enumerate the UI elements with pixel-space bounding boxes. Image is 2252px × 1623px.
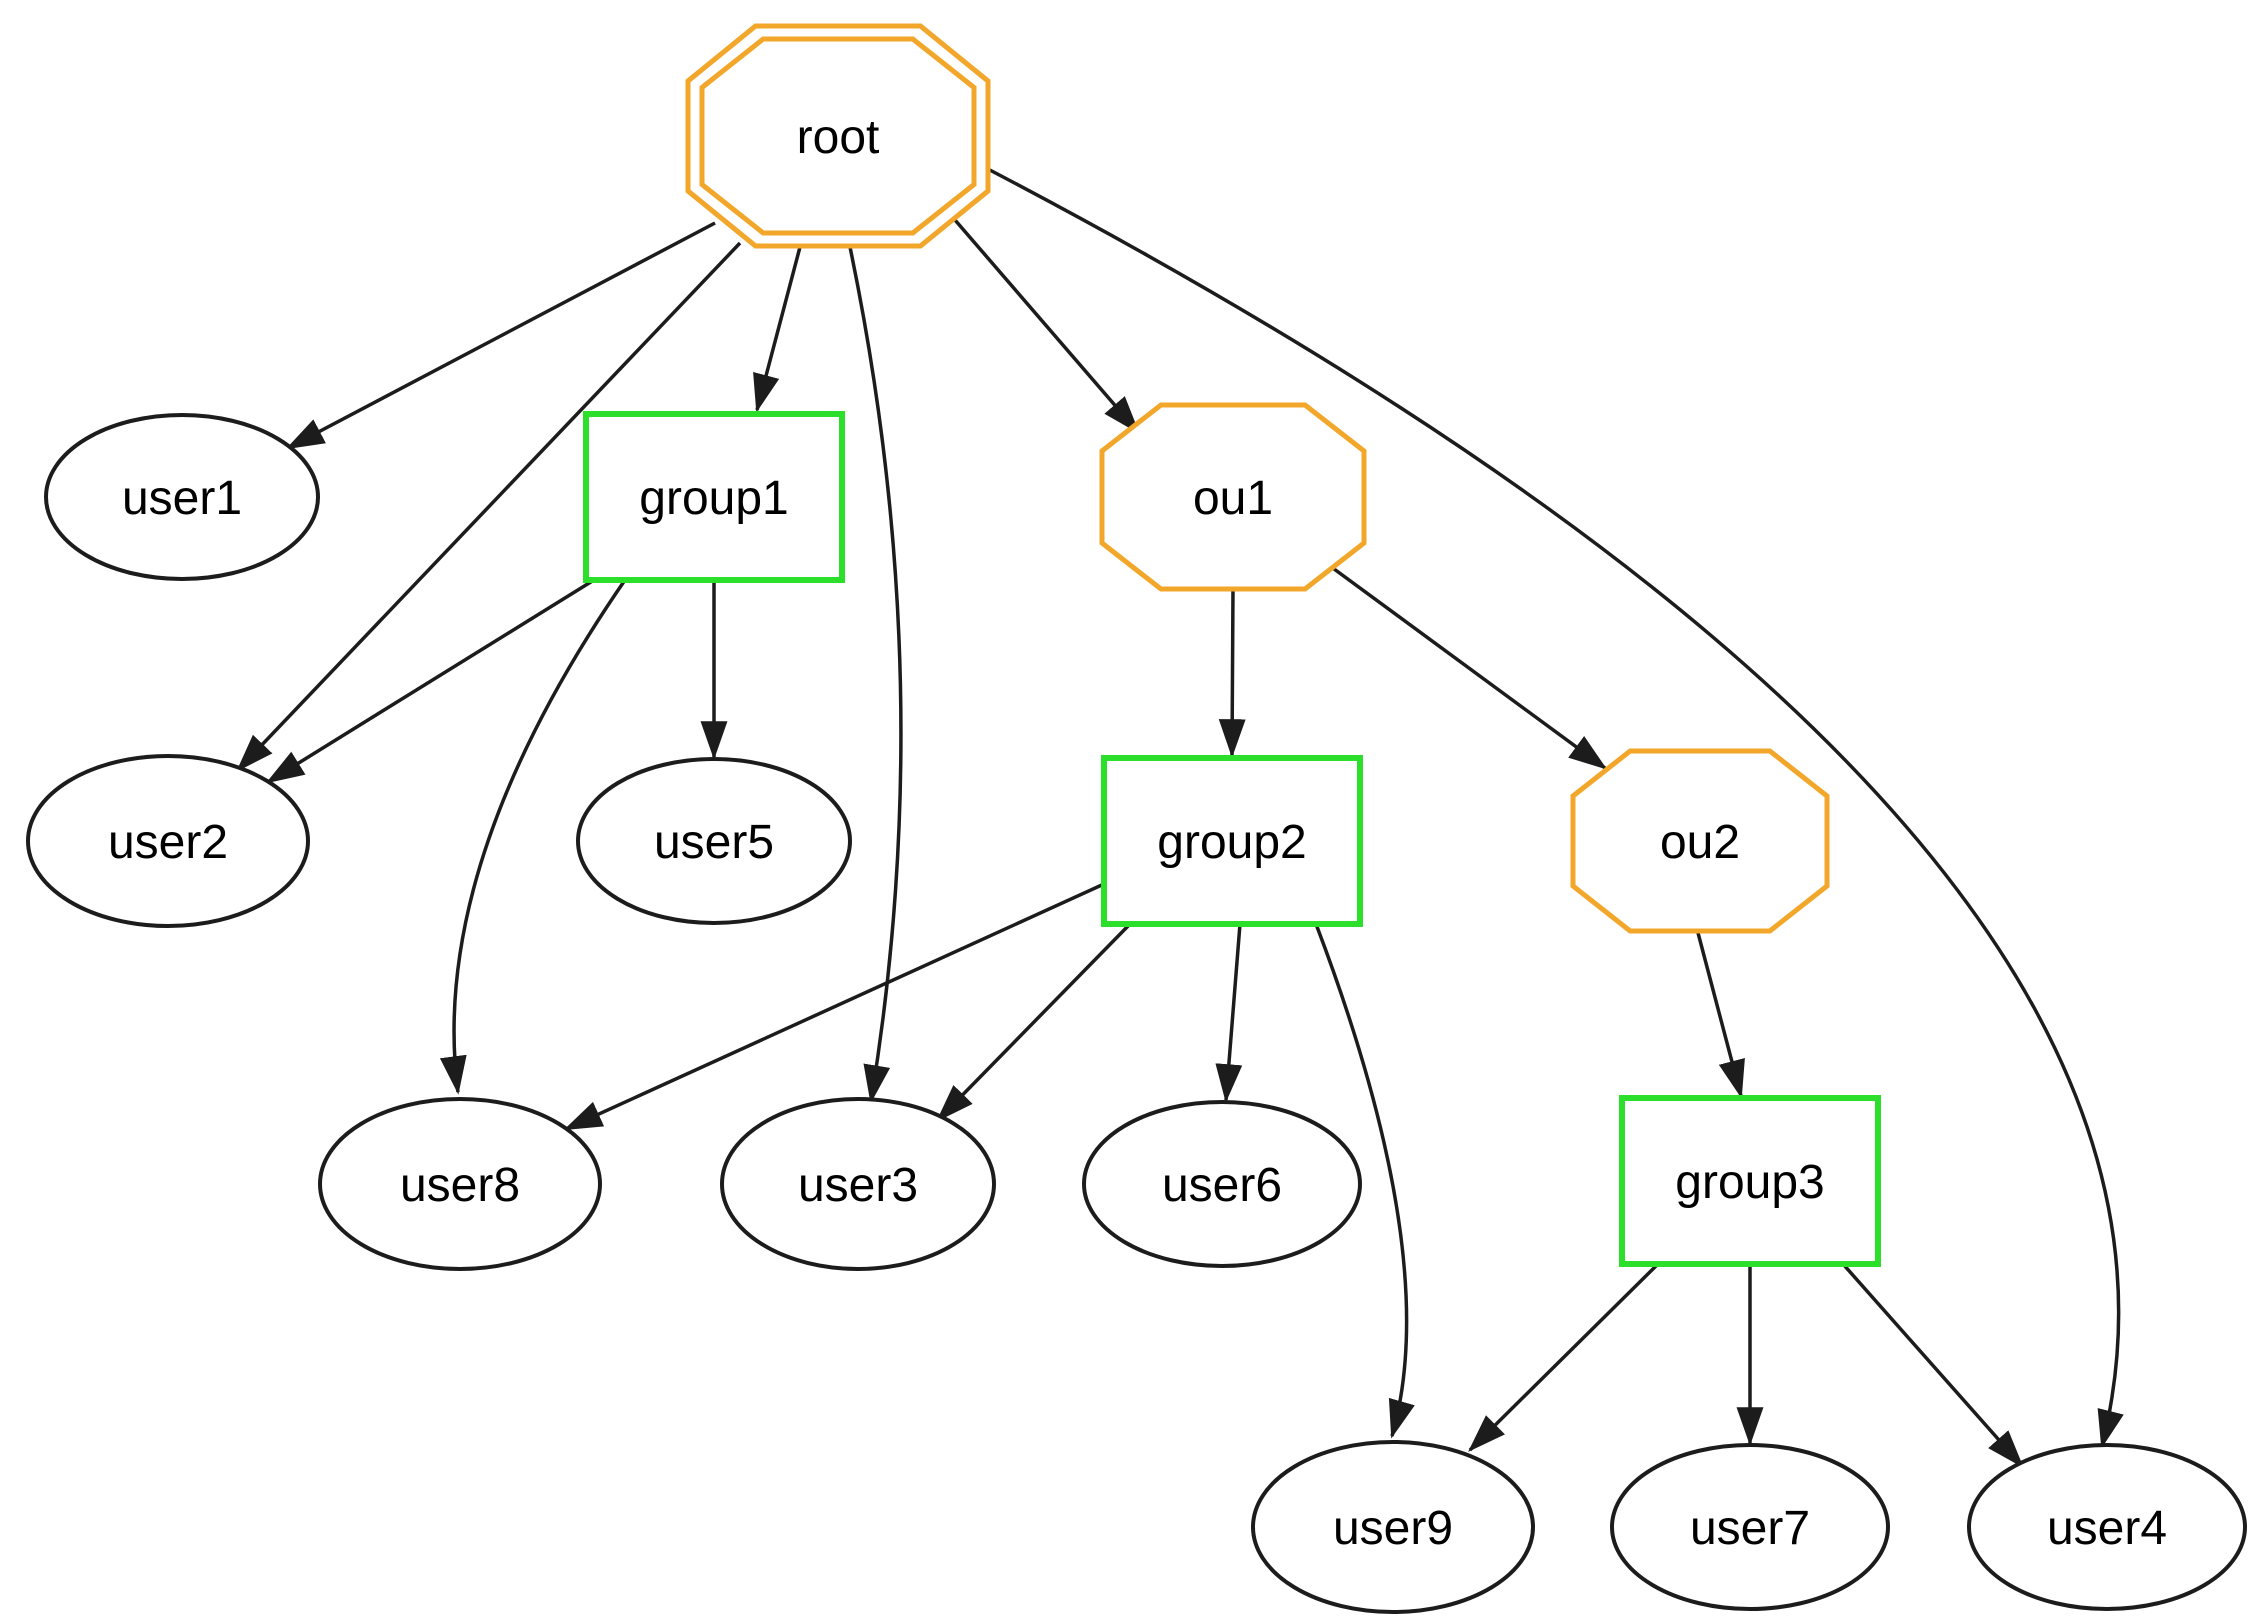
edge-root-group1 — [753, 246, 802, 413]
edge-group2-user6 — [1215, 923, 1243, 1103]
edge-root-user1 — [285, 221, 716, 450]
node-label-user4: user4 — [2047, 1502, 2167, 1555]
node-ou1: ou1 — [1099, 402, 1367, 592]
edge-group2-user3 — [936, 922, 1132, 1122]
edge-root-user2 — [236, 241, 742, 772]
node-user1: user1 — [44, 413, 320, 581]
node-label-user6: user6 — [1162, 1159, 1282, 1212]
group2-box-shape — [1101, 755, 1363, 927]
edge-ou2-group3 — [1695, 928, 1745, 1099]
user2-ellipse-shape — [26, 754, 310, 928]
node-label-user1: user1 — [122, 472, 242, 525]
edge-root-ou1 — [953, 218, 1140, 435]
edge-group3-user4 — [1841, 1262, 2024, 1469]
node-user3: user3 — [720, 1097, 996, 1271]
user8-ellipse-shape — [318, 1097, 602, 1271]
user5-ellipse-shape — [576, 757, 852, 925]
edge-group2-user9 — [1314, 923, 1415, 1439]
nodes-layer: root user1 group1 ou1 user2 user5 group2 ou2 use… — [26, 23, 2247, 1614]
node-label-root: root — [797, 111, 880, 164]
node-label-user3: user3 — [798, 1159, 918, 1212]
edges-layer — [236, 166, 2124, 1469]
edge-group3-user9 — [1468, 1262, 1660, 1452]
node-label-user2: user2 — [108, 816, 228, 869]
node-user7: user7 — [1610, 1443, 1890, 1611]
node-user4: user4 — [1967, 1443, 2247, 1611]
node-label-user5: user5 — [654, 816, 774, 869]
group1-box-shape — [583, 411, 845, 583]
ou2-octagon-shape — [1570, 748, 1830, 934]
node-label-user9: user9 — [1333, 1502, 1453, 1555]
node-root: root — [685, 23, 991, 249]
node-user2: user2 — [26, 754, 310, 928]
node-group2: group2 — [1101, 755, 1363, 927]
group3-box-shape — [1619, 1095, 1881, 1267]
node-group1: group1 — [583, 411, 845, 583]
node-label-user8: user8 — [400, 1159, 520, 1212]
ou1-octagon-shape — [1099, 402, 1367, 592]
edge-root-user4 — [985, 166, 2124, 1449]
edge-group2-user8 — [563, 882, 1105, 1131]
user6-ellipse-shape — [1082, 1100, 1362, 1268]
user3-ellipse-shape — [720, 1097, 996, 1271]
node-group3: group3 — [1619, 1095, 1881, 1267]
node-label-user7: user7 — [1690, 1502, 1810, 1555]
edge-ou1-group2 — [1218, 588, 1246, 758]
node-label-group3: group3 — [1675, 1156, 1824, 1209]
edge-group1-user8 — [439, 579, 627, 1095]
edge-group1-user2 — [265, 578, 595, 784]
node-user6: user6 — [1082, 1100, 1362, 1268]
user1-ellipse-shape — [44, 413, 320, 581]
user9-ellipse-shape — [1251, 1440, 1535, 1614]
user7-ellipse-shape — [1610, 1443, 1890, 1611]
node-user9: user9 — [1251, 1440, 1535, 1614]
node-label-ou1: ou1 — [1193, 472, 1273, 525]
node-user5: user5 — [576, 757, 852, 925]
edge-ou1-ou2 — [1328, 564, 1608, 770]
edge-root-user3 — [848, 246, 903, 1104]
node-label-group2: group2 — [1157, 816, 1306, 869]
node-user8: user8 — [318, 1097, 602, 1271]
node-label-ou2: ou2 — [1660, 816, 1740, 869]
node-label-group1: group1 — [639, 472, 788, 525]
user4-ellipse-shape — [1967, 1443, 2247, 1611]
node-ou2: ou2 — [1570, 748, 1830, 934]
